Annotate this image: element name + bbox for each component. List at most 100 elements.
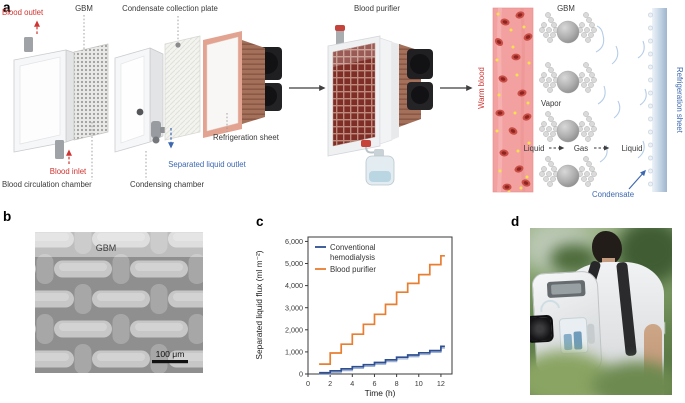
red-blood-cell [517,89,527,97]
gbm-bead [585,181,591,187]
device-bottle [563,333,573,351]
gbm-bead [546,77,552,83]
mesh-fiber-horizontal [206,261,250,278]
condensate-droplet [648,90,653,96]
panel-c-label: c [256,214,264,229]
red-blood-cell [498,75,508,83]
mesh-fiber-highlight [135,323,183,331]
mesh-fiber-vertical [74,284,92,314]
mesh-fiber-highlight [173,233,203,241]
mesh-fiber-highlight [59,323,107,331]
gbm-bead [586,116,592,122]
gbm-bead [541,22,547,28]
leader-lines [83,15,228,180]
gbm-sphere [556,164,580,188]
y-tick-label: 3,000 [285,303,303,312]
solute-dot [526,101,530,105]
mesh-fiber-highlight [35,353,69,361]
condensate-droplet [648,116,653,122]
red-blood-cell [521,179,531,187]
device-screen-display [550,283,582,295]
y-tick-label: 1,000 [285,348,303,357]
blood-purifier-label: Blood purifier [354,4,400,13]
gbm-bead [545,111,551,117]
refrigeration-sheet-vertical-label: Refrigeration sheet [675,67,684,134]
panel-d-photo [530,228,672,395]
gbm-bead [579,72,585,78]
mesh-fiber-highlight [35,293,69,301]
x-tick-label: 6 [372,379,376,388]
mesh-fiber-vertical [150,284,168,314]
condensate-droplet [648,155,653,161]
red-blood-cell [511,53,521,61]
red-blood-cell [500,18,510,26]
separated-liquid-outlet-label: Separated liquid outlet [168,160,246,169]
condensate-label: Condensate [592,190,634,199]
mechanism-gbm-label: GBM [557,4,575,13]
gbm-bead [551,72,557,78]
condensate-droplet [648,12,653,18]
solute-dot [515,73,519,77]
red-blood-cell [499,149,509,157]
gbm-bead [585,87,591,93]
mechanism-schematic [492,7,667,193]
y-tick-label: 6,000 [285,237,303,246]
mesh-fiber-horizontal [206,321,250,338]
y-tick-label: 0 [299,370,303,379]
mesh-fiber-vertical [227,224,244,254]
scale-bar-label: 100 μm [156,349,185,359]
gbm-bead [539,27,545,33]
gbm-bead [591,126,597,132]
condensate-droplet [648,64,653,70]
gbm-mesh-sheet [73,43,109,141]
gbm-bead [545,12,551,18]
mesh-fiber-vertical [188,254,203,284]
gbm-bead [550,82,556,88]
mesh-fiber-highlight [211,323,250,331]
condensate-collection-plate-label: Condensate collection plate [122,4,218,13]
gbm-bead [548,67,554,73]
solute-dot [495,129,499,133]
mesh-fiber-vertical [112,314,130,344]
gbm-bead [539,171,545,177]
red-blood-cell [495,109,505,117]
gbm-bead [546,27,552,33]
red-blood-cell [494,38,504,46]
x-axis-label: Time (h) [365,388,396,398]
solute-dot [497,93,501,97]
liquid-outlet-valve [151,121,161,138]
gbm-bead [579,166,585,172]
gbm-bead [541,121,547,127]
gbm-bead [539,77,545,83]
gbm-bead [547,181,553,187]
gbm-bead [584,27,590,33]
gbm-bead [543,82,549,88]
gbm-bead [543,176,549,182]
condensate-droplet [648,142,653,148]
gbm-bead [579,121,585,127]
mesh-fiber-vertical [74,344,92,373]
mesh-fiber-vertical [150,344,168,373]
panel-d-label: d [511,214,520,229]
condensate-droplet [648,103,653,109]
mesh-fiber-horizontal [35,265,36,273]
gbm-bead [591,77,597,83]
gbm-bead [581,82,587,88]
red-blood-cell [502,183,512,191]
gbm-bead [584,171,590,177]
gbm-bead [541,72,547,78]
refrigeration-sheet-label: Refrigeration sheet [213,133,280,142]
mesh-fiber-highlight [35,233,69,241]
y-tick-label: 2,000 [285,325,303,334]
x-tick-label: 2 [328,379,332,388]
x-tick-label: 10 [415,379,423,388]
gbm-bead [581,32,587,38]
mesh-fiber-vertical [36,254,54,284]
solute-dot [527,61,531,65]
gbm-bead [585,136,591,142]
red-blood-cell [508,127,518,135]
gbm-bead [589,166,595,172]
solute-dot [519,186,523,190]
refrigeration-sheet-strip [652,8,667,192]
solute-dot [522,25,526,29]
